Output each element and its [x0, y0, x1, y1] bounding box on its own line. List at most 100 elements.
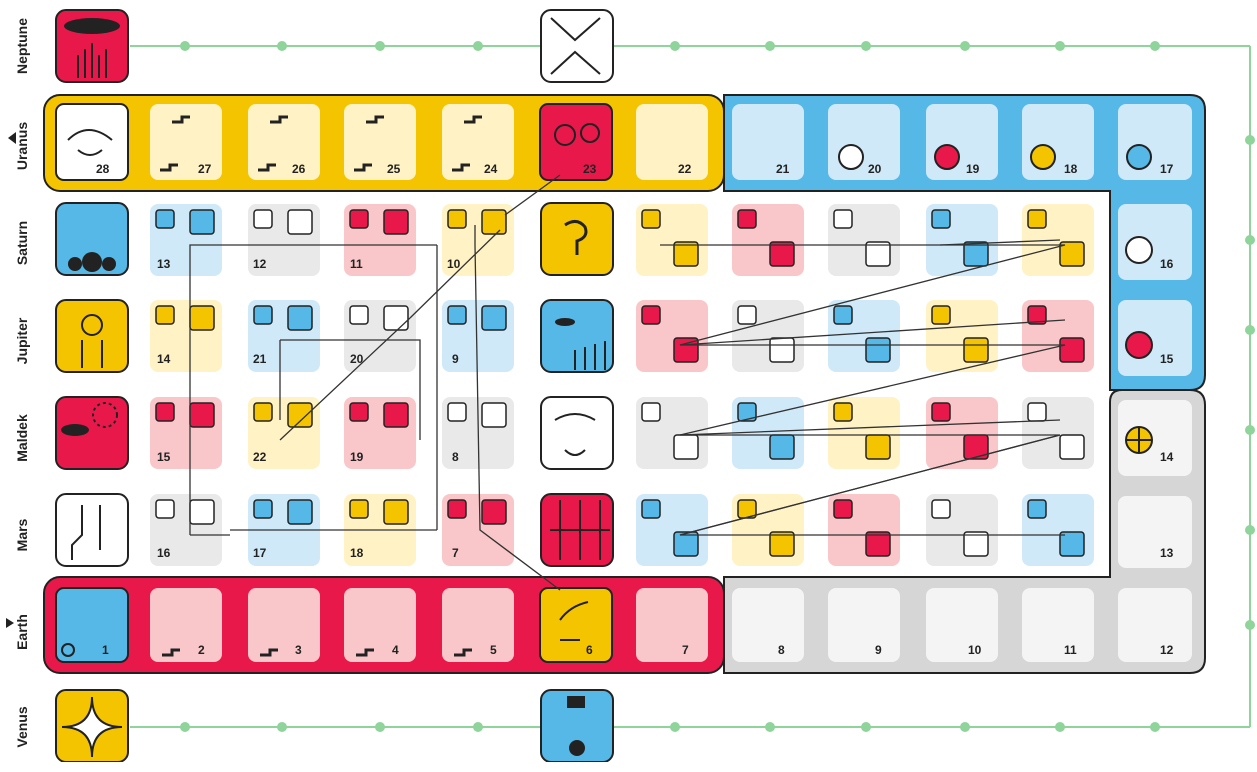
uranus-number: 26 — [292, 162, 305, 176]
uranus-ext-cell — [828, 104, 900, 180]
inner-small-glyph — [350, 306, 368, 324]
right-inner-small-glyph — [738, 306, 756, 324]
inner-big-glyph — [288, 500, 312, 524]
neptune-middle-glyph — [541, 10, 613, 82]
right-inner-small-glyph — [1028, 500, 1046, 518]
uranus-number: 22 — [678, 162, 691, 176]
uranus-ext-cell — [1118, 104, 1192, 180]
inner-number: 19 — [350, 450, 363, 464]
right-inner-big-glyph — [770, 338, 794, 362]
uranus-ext-number: 21 — [776, 162, 789, 176]
inner-small-glyph — [448, 210, 466, 228]
earth-cell — [56, 588, 128, 662]
path-line — [660, 245, 1065, 535]
maldek-middle-glyph — [541, 397, 613, 469]
uranus-ext-cell — [926, 104, 998, 180]
inner-big-glyph — [288, 403, 312, 427]
earth-ext-number: 9 — [875, 643, 882, 657]
right-inner-small-glyph — [1028, 403, 1046, 421]
maldek-oval — [61, 424, 89, 436]
saturn-dot — [82, 252, 102, 272]
connector-dot — [1055, 722, 1065, 732]
uranus-ext-number: 20 — [868, 162, 881, 176]
inner-big-glyph — [288, 306, 312, 330]
inner-number: 17 — [253, 546, 266, 560]
dice-icon — [1127, 145, 1151, 169]
right-inner-small-glyph — [642, 500, 660, 518]
uranus-cell — [56, 104, 128, 180]
connector-dot — [1150, 722, 1160, 732]
inner-small-glyph — [254, 500, 272, 518]
right-inner-small-glyph — [1028, 210, 1046, 228]
right-inner-big-glyph — [1060, 338, 1084, 362]
connector-dot — [670, 722, 680, 732]
uranus-ext-number: 19 — [966, 162, 979, 176]
inner-number: 16 — [157, 546, 170, 560]
connector-dot — [1245, 325, 1255, 335]
inner-big-glyph — [190, 403, 214, 427]
connector-dot — [473, 41, 483, 51]
connector-dot — [277, 41, 287, 51]
connector-dot — [670, 41, 680, 51]
earth-ext-cell — [828, 588, 900, 662]
inner-big-glyph — [384, 403, 408, 427]
earth-number: 3 — [295, 643, 302, 657]
inner-big-glyph — [384, 210, 408, 234]
inner-number: 14 — [157, 352, 170, 366]
mars-glyph — [56, 494, 128, 566]
right-inner-small-glyph — [834, 403, 852, 421]
inner-number: 15 — [157, 450, 170, 464]
row-label-neptune: Neptune — [14, 1, 30, 91]
earth-ext-cell — [1118, 588, 1192, 662]
inner-small-glyph — [254, 403, 272, 421]
uranus-ext-cell — [732, 104, 804, 180]
inner-number: 13 — [157, 257, 170, 271]
earth-ext-cell — [1022, 588, 1094, 662]
inner-big-glyph — [288, 210, 312, 234]
right-inner-small-glyph — [834, 210, 852, 228]
inner-small-glyph — [156, 500, 174, 518]
inner-small-glyph — [350, 210, 368, 228]
saturn-dot — [68, 257, 82, 271]
saturn-middle-glyph — [541, 203, 613, 275]
right-inner-small-glyph — [932, 210, 950, 228]
inner-small-glyph — [156, 306, 174, 324]
inner-big-glyph — [482, 306, 506, 330]
connector-dot — [861, 722, 871, 732]
connector-dot — [960, 722, 970, 732]
earth-marker-icon — [6, 618, 14, 628]
right-column-number: 16 — [1160, 257, 1173, 271]
uranus-ext-number: 17 — [1160, 162, 1173, 176]
right-inner-small-glyph — [642, 306, 660, 324]
inner-big-glyph — [190, 210, 214, 234]
earth-ext-number: 11 — [1064, 643, 1077, 657]
dice-icon — [1126, 237, 1152, 263]
inner-small-glyph — [448, 306, 466, 324]
uranus-number: 23 — [583, 162, 596, 176]
inner-number: 18 — [350, 546, 363, 560]
right-inner-big-glyph — [1060, 435, 1084, 459]
uranus-number: 28 — [96, 162, 109, 176]
row-label-mars: Mars — [14, 490, 30, 580]
inner-big-glyph — [190, 500, 214, 524]
inner-number: 11 — [350, 257, 363, 271]
earth-cell — [442, 588, 514, 662]
inner-small-glyph — [156, 403, 174, 421]
row-label-saturn: Saturn — [14, 198, 30, 288]
connector-dot — [277, 722, 287, 732]
right-inner-big-glyph — [964, 338, 988, 362]
uranus-ext-number: 18 — [1064, 162, 1077, 176]
connector-dot — [1055, 41, 1065, 51]
connector-dot — [375, 722, 385, 732]
inner-number: 20 — [350, 352, 363, 366]
connector-dot — [1245, 425, 1255, 435]
earth-cell — [636, 588, 708, 662]
saturn-dot — [102, 257, 116, 271]
inner-big-glyph — [384, 306, 408, 330]
dice-icon — [935, 145, 959, 169]
inner-number: 7 — [452, 546, 459, 560]
earth-number: 4 — [392, 643, 399, 657]
right-inner-big-glyph — [674, 435, 698, 459]
inner-number: 10 — [447, 257, 460, 271]
right-column-number: 15 — [1160, 352, 1173, 366]
